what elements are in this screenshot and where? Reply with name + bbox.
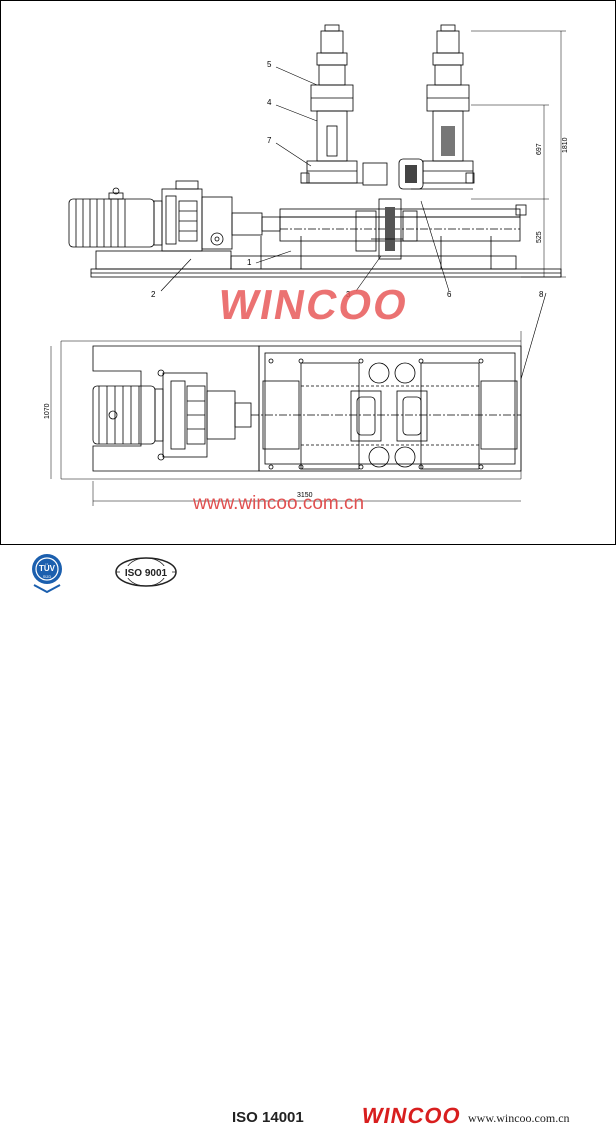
dim-length: 3150 xyxy=(297,492,313,499)
website-link[interactable]: www.wincoo.com.cn xyxy=(468,1111,570,1125)
plan-motor xyxy=(92,385,164,445)
watermark-url: www.wincoo.com.cn xyxy=(193,493,365,514)
callout-1: 1 xyxy=(247,258,252,267)
elevation-motor xyxy=(68,187,163,248)
plan-gearbox xyxy=(157,369,252,461)
elevation-roll-center xyxy=(355,198,418,260)
footer-bar: TÜV SÜD ISO 9001 ISO 14001 WINCOO www.wi… xyxy=(0,545,616,1128)
callout-4: 4 xyxy=(267,98,272,107)
callout-2: 2 xyxy=(151,290,156,299)
elevation-view: 1810 697 525 5 4 7 1 2 3 6 8 xyxy=(68,24,569,380)
iso9001-text: ISO 9001 xyxy=(125,568,168,579)
callout-7: 7 xyxy=(267,136,272,145)
plan-main-frame xyxy=(251,345,522,472)
watermark-logo: WINCOO xyxy=(214,281,413,328)
elevation-left-column xyxy=(300,24,388,186)
callout-5: 5 xyxy=(267,60,272,69)
dim-lower-height: 525 xyxy=(536,231,543,243)
elevation-callouts xyxy=(160,66,547,380)
callout-3: 3 xyxy=(346,290,351,299)
plan-dimensions: 1070 3150 xyxy=(44,346,521,506)
callout-8: 8 xyxy=(539,290,544,299)
elevation-dimensions: 1810 697 525 xyxy=(471,30,569,278)
iso14001-label: ISO 14001 xyxy=(232,1109,304,1126)
technical-drawing: 1810 697 525 5 4 7 1 2 3 6 8 xyxy=(44,24,569,506)
brand-logo: WINCOO xyxy=(359,1103,464,1128)
callout-6: 6 xyxy=(447,290,452,299)
dim-width: 1070 xyxy=(44,403,51,419)
drawing-frame: 1810 697 525 5 4 7 1 2 3 6 8 xyxy=(0,0,616,545)
elevation-gearbox xyxy=(161,180,233,252)
elevation-right-column xyxy=(398,24,475,190)
dim-total-height: 1810 xyxy=(562,137,569,153)
dim-upper-height: 697 xyxy=(536,143,543,155)
plan-view: 1070 3150 xyxy=(44,331,522,506)
tuv-badge: TÜV SÜD xyxy=(32,554,62,593)
iso9001-badge: ISO 9001 xyxy=(115,557,177,587)
tuv-text: TÜV xyxy=(39,564,56,573)
tuv-sub-text: SÜD xyxy=(43,574,52,579)
